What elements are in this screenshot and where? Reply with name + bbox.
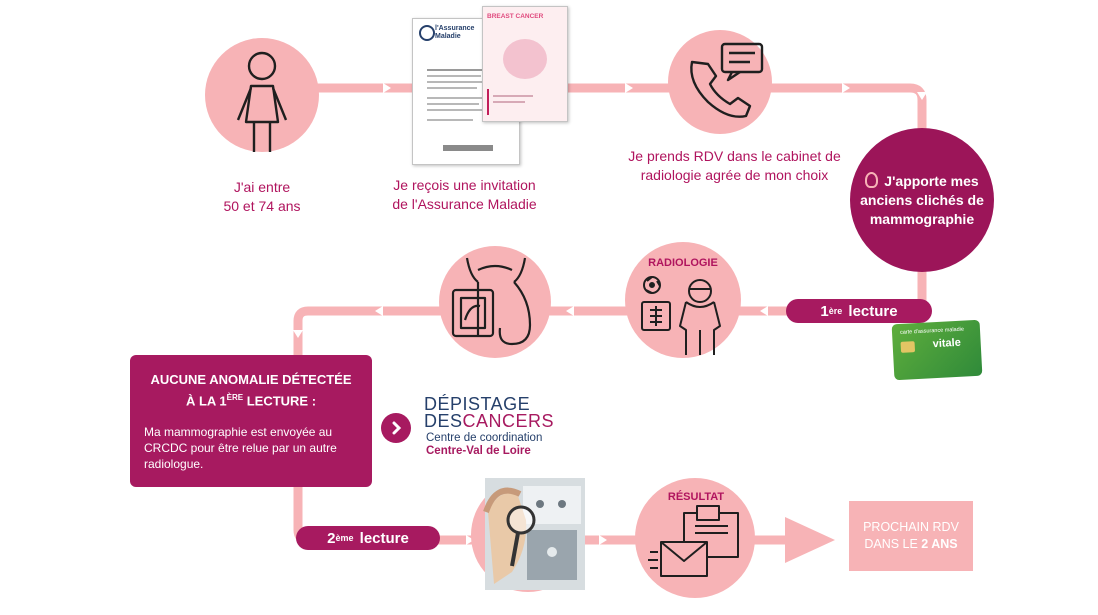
woman-icon	[236, 51, 288, 152]
rdv-caption: Je prends RDV dans le cabinet de radiolo…	[612, 147, 857, 185]
poster-illustration	[503, 39, 547, 79]
woman-circle	[205, 38, 319, 152]
second-reading-word: lecture	[359, 529, 409, 547]
letter-line	[427, 81, 485, 83]
flow-chevron	[842, 83, 850, 93]
flow-chevron	[917, 92, 927, 100]
vitale-card: carte d'assurance maladie vitale	[891, 319, 983, 381]
vitale-card-brand: vitale	[932, 336, 962, 351]
depistage-logo-line1: DÉPISTAGE	[424, 394, 531, 414]
second-reading-num: 2	[327, 529, 336, 547]
first-reading-sup: ère	[828, 306, 843, 316]
no-anomaly-title-line1: AUCUNE ANOMALIE DÉTECTÉE	[150, 372, 352, 387]
flow-chevron	[625, 83, 633, 93]
invitation-caption-line1: Je reçois une invitation	[393, 177, 536, 193]
bring-images-line2: anciens clichés de	[860, 191, 984, 208]
letter-line	[427, 109, 485, 111]
first-reading-num: 1	[820, 302, 829, 320]
bring-images-line1: J'apporte mes	[884, 172, 979, 189]
resultat-label: RÉSULTAT	[667, 491, 725, 503]
no-anomaly-title-line2: À LA 1ÈRE LECTURE :	[130, 389, 372, 410]
no-anomaly-title: AUCUNE ANOMALIE DÉTECTÉE À LA 1ÈRE LECTU…	[130, 371, 372, 410]
letter-barcode	[443, 145, 493, 151]
rdv-caption-line2: radiologie agrée de mon choix	[640, 167, 829, 183]
age-caption-line2: 50 et 74 ans	[223, 198, 301, 214]
age-caption-line1: J'ai entre	[233, 179, 291, 195]
next-appointment-line2: DANS LE 2 ANS	[849, 536, 973, 553]
result-letter-icon	[648, 505, 739, 577]
depistage-logo-line3: Centre de coordination	[426, 432, 543, 444]
assurance-logo-icon	[419, 25, 435, 41]
invitation-poster: BREAST CANCER	[482, 6, 568, 122]
poster-bar	[487, 89, 489, 115]
rdv-caption-line1: Je prends RDV dans le cabinet de	[628, 148, 841, 164]
no-anomaly-card: AUCUNE ANOMALIE DÉTECTÉE À LA 1ÈRE LECTU…	[130, 355, 372, 487]
lightbulb-icon	[865, 171, 879, 188]
letter-line	[427, 69, 485, 71]
flow-chevron	[383, 83, 391, 93]
age-caption: J'ai entre 50 et 74 ans	[212, 178, 312, 216]
flow-chevron	[375, 306, 383, 316]
next-appointment-years: 2 ANS	[921, 537, 958, 551]
no-anomaly-body: Ma mammographie est envoyée au CRCDC pou…	[144, 425, 337, 472]
letter-brand-line2: Maladie	[435, 33, 461, 40]
vitale-chip-icon	[900, 341, 916, 353]
flow-chevron	[566, 306, 574, 316]
flow-chevron	[760, 306, 768, 316]
second-reading-sup: ème	[335, 533, 354, 543]
second-reader-photo	[483, 478, 585, 590]
radiologist-icon	[641, 276, 721, 355]
no-anomaly-title-a: À LA 1	[185, 393, 227, 409]
flow-chevron	[293, 330, 303, 338]
letter-brand-line1: l'Assurance	[435, 25, 475, 32]
flow-chevron	[466, 535, 474, 545]
poster-line	[493, 95, 533, 97]
depistage-logo-line2: DESCANCERS	[424, 412, 554, 430]
final-arrowhead	[785, 517, 835, 563]
no-anomaly-title-sup: ÈRE	[226, 393, 244, 402]
letter-brand: l'Assurance Maladie	[435, 25, 474, 41]
next-appointment-prefix: DANS LE	[864, 537, 922, 551]
depistage-logo-des: DES	[424, 411, 463, 431]
invitation-caption-line2: de l'Assurance Maladie	[392, 196, 537, 212]
bring-images-circle: J'apporte mes anciens clichés de mammogr…	[850, 128, 994, 272]
letter-line	[427, 75, 481, 77]
invitation-caption: Je reçois une invitation de l'Assurance …	[372, 176, 557, 214]
vitale-card-top: carte d'assurance maladie	[899, 326, 965, 336]
next-appointment-box: PROCHAIN RDV DANS LE 2 ANS	[849, 501, 973, 571]
letter-line	[427, 119, 473, 121]
chevron-right-icon	[381, 413, 411, 443]
letter-line	[427, 87, 477, 89]
mammography-icon	[451, 257, 532, 346]
letter-line	[427, 103, 479, 105]
breast-circle	[439, 246, 551, 358]
flow-chevron	[599, 535, 607, 545]
no-anomaly-title-b: LECTURE :	[243, 393, 317, 409]
next-appointment-line1: PROCHAIN RDV	[863, 520, 959, 534]
first-reading-word: lecture	[848, 302, 898, 320]
letter-line	[427, 97, 485, 99]
radiologie-label: RADIOLOGIE	[648, 257, 718, 269]
poster-line	[493, 101, 525, 103]
bring-images-line3: mammographie	[869, 210, 975, 227]
poster-title: BREAST CANCER	[487, 13, 544, 20]
phone-icon	[690, 42, 764, 118]
depistage-logo-line4: Centre-Val de Loire	[426, 445, 531, 457]
depistage-logo-cancers: CANCERS	[462, 411, 555, 431]
phone-circle	[668, 30, 772, 134]
